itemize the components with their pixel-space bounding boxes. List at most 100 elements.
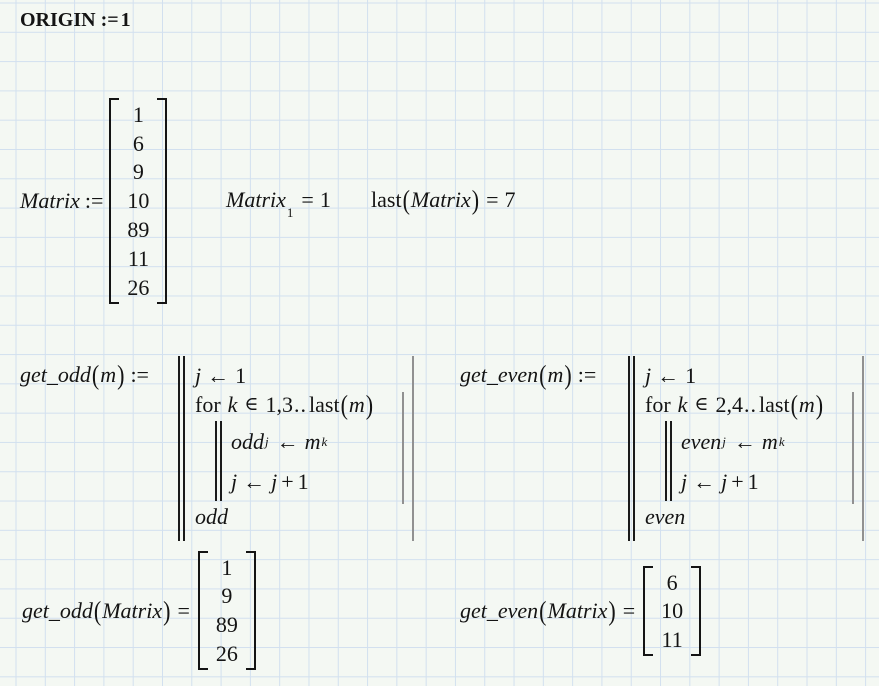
value: 1 <box>235 362 247 388</box>
matrix-cell: 9 <box>132 159 144 185</box>
index-evaluation-region[interactable]: Matrix1=1 <box>226 186 331 221</box>
plus-operator: + <box>281 469 294 495</box>
function-name: get_even <box>460 362 539 387</box>
result-vector: 6 10 11 <box>643 566 702 657</box>
program-line-return: even <box>645 501 824 533</box>
program-line-increment: j←j+1 <box>231 463 374 501</box>
matrix-cell: 9 <box>221 583 233 609</box>
matrix-cell: 10 <box>661 598 684 624</box>
equals-operator: = <box>301 187 314 212</box>
arrow-operator: ← <box>733 429 756 455</box>
variable: j <box>645 362 652 388</box>
source-variable: m <box>761 429 778 455</box>
matrix-bracket-left <box>643 566 654 657</box>
value: 1 <box>685 362 697 388</box>
origin-value: 1 <box>120 9 131 31</box>
plus-operator: + <box>731 469 744 495</box>
expression-variable: j <box>271 469 278 495</box>
matrix-cell: 11 <box>661 627 683 653</box>
index-result: 1 <box>319 187 331 212</box>
expression-variable: j <box>721 469 728 495</box>
index-subscript: 1 <box>286 205 294 220</box>
element-of-operator: ∈ <box>694 392 709 415</box>
matrix-vector: 1 6 9 10 89 11 26 <box>109 98 168 304</box>
left-paren: ( <box>91 358 100 391</box>
right-paren: ) <box>471 183 480 216</box>
get-odd-signature: get_odd(m):= <box>20 358 151 391</box>
right-paren: ) <box>815 388 824 420</box>
matrix-cell: 10 <box>127 188 150 214</box>
for-keyword: for <box>195 391 221 417</box>
arrow-operator: ← <box>207 362 230 388</box>
matrix-cell: 1 <box>132 101 144 127</box>
value: 1 <box>297 469 309 495</box>
get-odd-result-region[interactable]: get_odd(Matrix)= 1 9 89 26 <box>22 551 256 671</box>
matrix-bracket-right <box>691 566 702 657</box>
target-variable: even <box>681 429 722 455</box>
index-base: Matrix <box>226 187 286 212</box>
matrix-bracket-left <box>109 98 120 304</box>
argument: m <box>348 391 365 417</box>
matrix-bracket-right <box>157 98 168 304</box>
origin-statement-region[interactable]: ORIGIN:=1 <box>20 8 131 33</box>
assign-operator: := <box>577 362 597 387</box>
equals-operator: = <box>622 598 636 624</box>
parameter: m <box>100 362 117 387</box>
matrix-definition-region[interactable]: Matrix:= 1 6 9 10 89 11 26 <box>20 98 168 304</box>
return-value: odd <box>195 504 228 530</box>
left-paren: ( <box>402 183 410 216</box>
arrow-operator: ← <box>243 469 266 495</box>
variable: j <box>681 469 688 495</box>
origin-keyword: ORIGIN <box>20 9 96 31</box>
program-line-init: j←1 <box>645 361 824 390</box>
last-evaluation-region[interactable]: last(Matrix)=7 <box>371 183 516 216</box>
matrix-cell: 6 <box>132 130 144 156</box>
assign-operator: := <box>84 188 104 214</box>
argument: Matrix <box>102 597 163 623</box>
function-name: get_odd <box>20 362 91 387</box>
outer-guide-line <box>862 356 864 541</box>
get-even-result-region[interactable]: get_even(Matrix)= 6 10 11 <box>460 566 702 657</box>
equals-operator: = <box>486 187 499 212</box>
loop-variable: k <box>227 391 238 417</box>
for-keyword: for <box>645 391 671 417</box>
right-paren: ) <box>163 594 171 626</box>
last-function-name: last <box>371 187 402 212</box>
source-subscript: k <box>321 433 328 449</box>
matrix-cell: 6 <box>666 569 678 595</box>
get-even-signature: get_even(m):= <box>460 358 598 391</box>
program-line-init: j←1 <box>195 361 374 390</box>
program-line-increment: j←j+1 <box>681 463 824 501</box>
left-paren: ( <box>340 388 348 420</box>
equals-operator: = <box>177 597 190 623</box>
right-paren: ) <box>365 388 374 420</box>
source-variable: m <box>304 429 321 455</box>
matrix-cell: 89 <box>127 217 150 243</box>
inner-guide-line <box>402 392 404 504</box>
inner-guide-line <box>852 392 854 504</box>
last-argument: Matrix <box>410 187 471 212</box>
argument: m <box>798 391 815 417</box>
arrow-operator: ← <box>693 469 716 495</box>
last-function-name: last <box>759 391 790 417</box>
left-paren: ( <box>93 594 102 626</box>
argument: Matrix <box>547 598 608 624</box>
right-paren: ) <box>564 358 572 391</box>
target-subscript: j <box>722 433 726 449</box>
target-variable: odd <box>231 429 264 455</box>
source-subscript: k <box>778 433 785 449</box>
outer-guide-line <box>412 356 414 541</box>
result-vector: 1 9 89 26 <box>197 551 256 671</box>
range-start-values: 1,3 <box>265 391 294 417</box>
return-value: even <box>645 504 686 530</box>
